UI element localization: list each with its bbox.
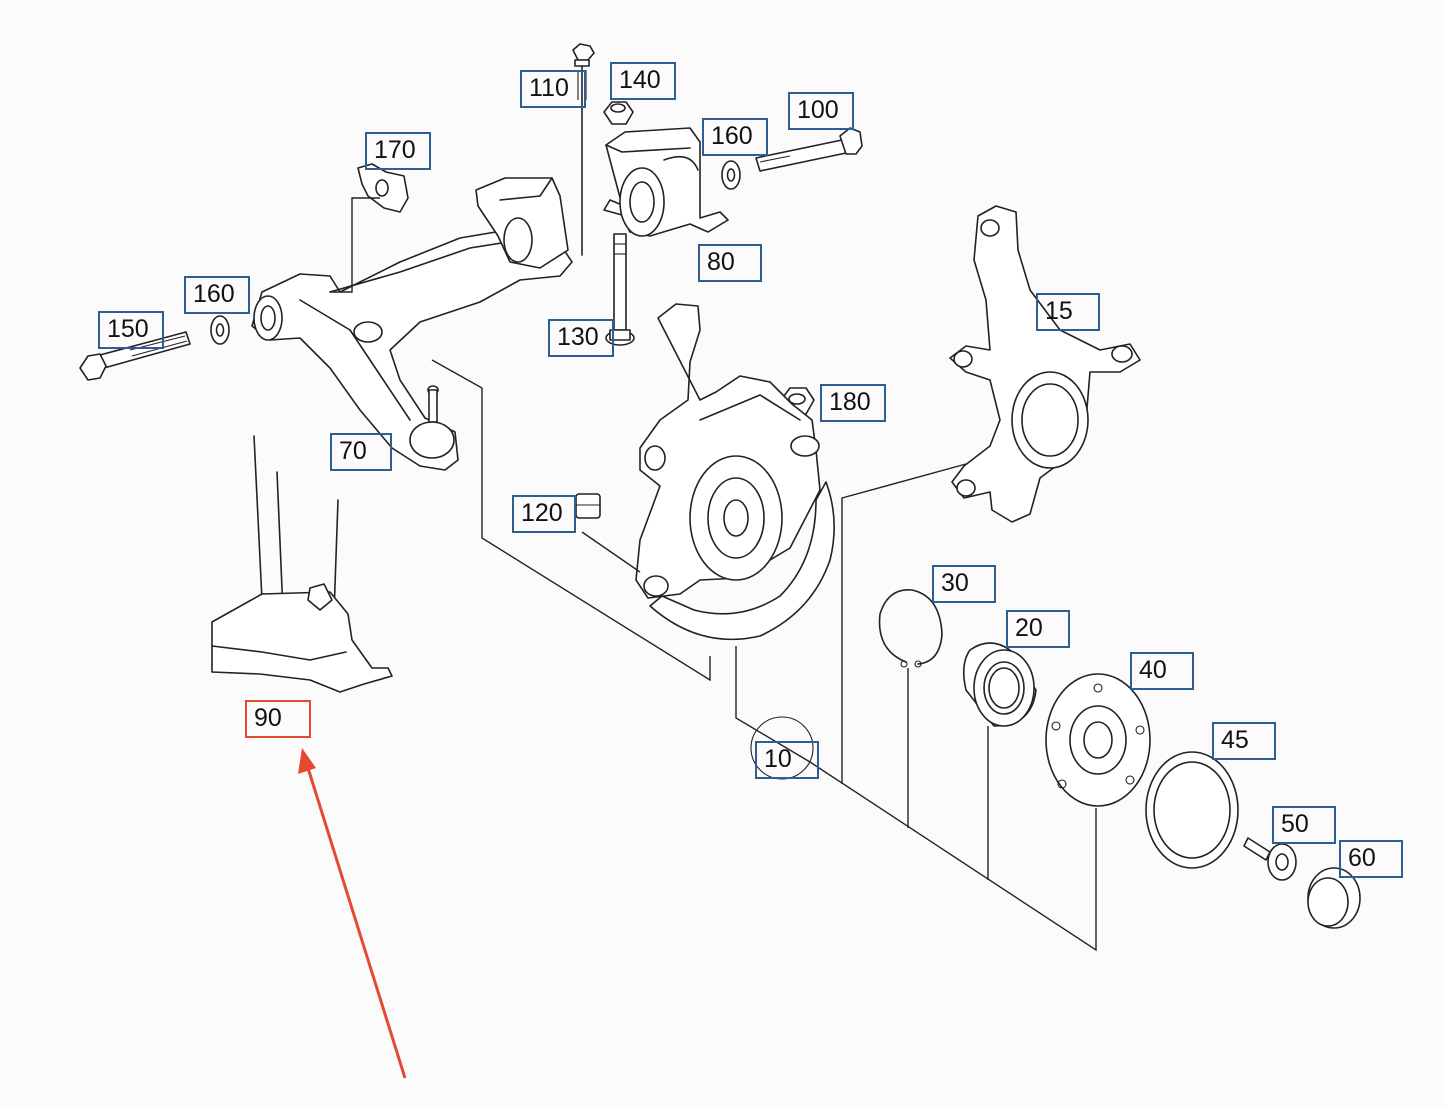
- callout-130[interactable]: 130: [548, 319, 614, 357]
- bolt-100-drawing: [755, 127, 863, 172]
- bolt-150-drawing: [79, 331, 191, 381]
- callout-110[interactable]: 110: [520, 70, 586, 108]
- leader-15: [841, 463, 967, 784]
- leader-170: [330, 197, 380, 293]
- highlight-arrow-head-icon: [298, 748, 316, 774]
- callout-180[interactable]: 180: [820, 384, 886, 422]
- callout-80[interactable]: 80: [698, 244, 762, 282]
- knuckle-15-drawing: [949, 205, 1141, 523]
- bolt-110-drawing: [572, 43, 595, 256]
- callout-20[interactable]: 20: [1006, 610, 1070, 648]
- nut-140-drawing: [603, 101, 634, 125]
- callout-100[interactable]: 100: [788, 92, 854, 130]
- callout-70[interactable]: 70: [330, 433, 392, 471]
- bracket-170-drawing: [357, 163, 409, 213]
- callout-170[interactable]: 170: [365, 132, 431, 170]
- assembly-10-indicator-circle: [750, 716, 814, 780]
- callout-90-highlighted[interactable]: 90: [245, 700, 311, 738]
- circlip-30-drawing: [878, 589, 943, 668]
- leader-70: [431, 359, 711, 682]
- callout-45[interactable]: 45: [1212, 722, 1276, 760]
- nut-120-drawing: [575, 493, 601, 519]
- highlight-arrow-line: [306, 767, 407, 1079]
- callout-160-top[interactable]: 160: [702, 118, 768, 156]
- bolt-50-drawing: [1243, 837, 1297, 881]
- cap-60-drawing: [1307, 867, 1361, 929]
- bushing-bracket-80-drawing: [603, 127, 729, 237]
- tool-90-drawing: [211, 435, 393, 693]
- callout-50[interactable]: 50: [1272, 806, 1336, 844]
- callout-15[interactable]: 15: [1036, 293, 1100, 331]
- hub-40-drawing: [1045, 673, 1151, 807]
- callout-60[interactable]: 60: [1339, 840, 1403, 878]
- control-arm-70-drawing: [251, 177, 573, 471]
- washer-160-top-drawing: [721, 160, 741, 190]
- washer-160-left-drawing: [210, 315, 230, 345]
- leader-120: [581, 531, 641, 573]
- leader-10-main: [735, 646, 1097, 952]
- ring-45-drawing: [1145, 751, 1239, 869]
- callout-140[interactable]: 140: [610, 62, 676, 100]
- knuckle-assembly-10-drawing: [635, 303, 835, 641]
- callout-30[interactable]: 30: [932, 565, 996, 603]
- callout-150[interactable]: 150: [98, 311, 164, 349]
- callout-160-left[interactable]: 160: [184, 276, 250, 314]
- callout-40[interactable]: 40: [1130, 652, 1194, 690]
- callout-10[interactable]: 10: [755, 741, 819, 779]
- callout-120[interactable]: 120: [512, 495, 576, 533]
- bearing-20-drawing: [962, 642, 1037, 727]
